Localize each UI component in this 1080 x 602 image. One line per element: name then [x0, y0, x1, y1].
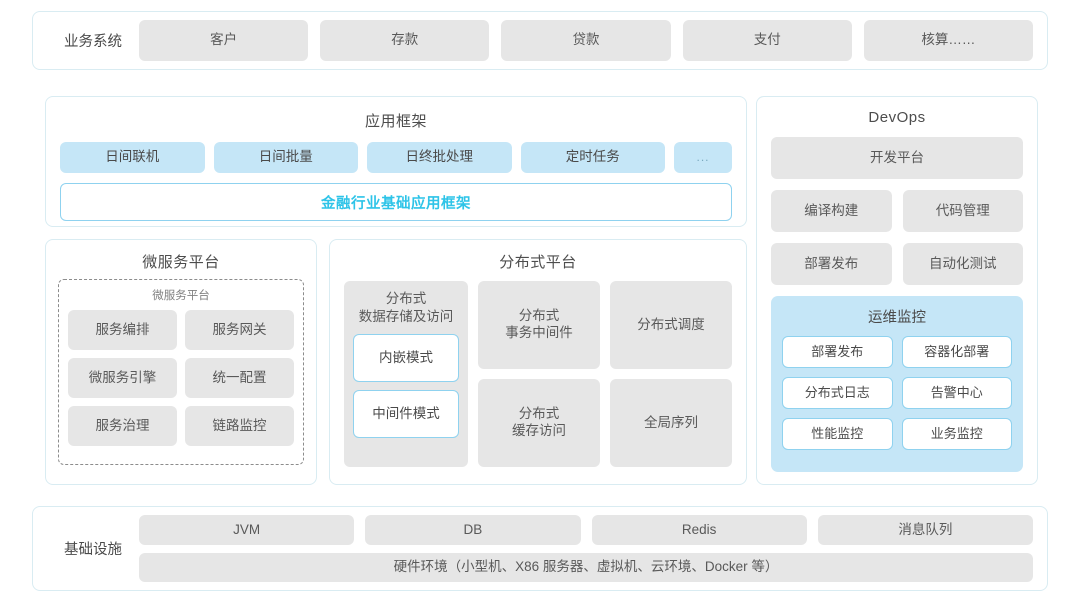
microservice-platform-subtitle: 微服务平台	[152, 290, 210, 302]
application-framework-item[interactable]: 日间批量	[213, 142, 358, 173]
distributed-platform-panel: 分布式平台 分布式 数据存储及访问 内嵌模式 中间件模式 分布式 事务中间件 分…	[329, 239, 747, 485]
business-systems-chip-row: 客户 存款 贷款 支付 核算……	[139, 20, 1034, 61]
application-framework-title: 应用框架	[364, 113, 427, 130]
infrastructure-chip-row: JVM DB Redis 消息队列	[139, 515, 1033, 545]
hardware-environment-bar[interactable]: 硬件环境（小型机、X86 服务器、虚拟机、云环境、Docker 等）	[139, 553, 1033, 582]
devops-dev-platform[interactable]: 开发平台	[771, 137, 1023, 179]
infrastructure-label: 基础设施	[64, 542, 122, 558]
microservice-platform-item[interactable]: 微服务引擎	[68, 358, 177, 398]
devops-item[interactable]: 部署发布	[771, 243, 892, 285]
microservice-platform-item[interactable]: 链路监控	[185, 406, 294, 446]
storage-mode-embedded[interactable]: 内嵌模式	[353, 334, 459, 383]
distributed-platform-body: 分布式 数据存储及访问 内嵌模式 中间件模式 分布式 事务中间件 分布式调度 分…	[344, 281, 732, 467]
microservice-platform-dashed-group: 微服务平台 服务编排 服务网关 微服务引擎 统一配置 服务治理 链路监控	[58, 279, 304, 465]
devops-grid: 编译构建 代码管理 部署发布 自动化测试	[771, 190, 1023, 285]
distributed-platform-item[interactable]: 分布式 缓存访问	[478, 379, 600, 467]
devops-item[interactable]: 代码管理	[902, 190, 1023, 232]
ops-monitoring-group: 运维监控 部署发布 容器化部署 分布式日志 告警中心 性能监控 业务监控	[771, 296, 1023, 472]
financial-base-framework-banner: 金融行业基础应用框架	[60, 183, 732, 221]
storage-mode-middleware[interactable]: 中间件模式	[353, 390, 459, 439]
infrastructure-item[interactable]: Redis	[591, 515, 807, 545]
application-framework-item[interactable]: 日终批处理	[367, 142, 512, 173]
ops-monitoring-item[interactable]: 业务监控	[901, 418, 1012, 450]
distributed-data-storage-group[interactable]: 分布式 数据存储及访问 内嵌模式 中间件模式	[344, 281, 468, 467]
infrastructure-item[interactable]: 消息队列	[817, 515, 1033, 545]
distributed-platform-item[interactable]: 分布式 事务中间件	[478, 281, 600, 369]
devops-item[interactable]: 自动化测试	[902, 243, 1023, 285]
business-system-item[interactable]: 贷款	[501, 20, 671, 61]
ops-monitoring-item[interactable]: 部署发布	[782, 336, 893, 368]
infrastructure-item[interactable]: JVM	[139, 515, 355, 545]
business-system-item[interactable]: 存款	[320, 20, 490, 61]
application-framework-more-item[interactable]: ...	[674, 142, 732, 173]
microservice-platform-item[interactable]: 服务编排	[68, 310, 177, 350]
microservice-platform-panel: 微服务平台 微服务平台 服务编排 服务网关 微服务引擎 统一配置 服务治理 链路…	[45, 239, 317, 485]
microservice-platform-grid: 服务编排 服务网关 微服务引擎 统一配置 服务治理 链路监控	[68, 310, 294, 446]
infrastructure-content: JVM DB Redis 消息队列 硬件环境（小型机、X86 服务器、虚拟机、云…	[139, 515, 1033, 582]
distributed-platform-title: 分布式平台	[499, 254, 577, 271]
microservice-platform-item[interactable]: 统一配置	[185, 358, 294, 398]
devops-item[interactable]: 编译构建	[771, 190, 892, 232]
business-systems-panel: 业务系统 客户 存款 贷款 支付 核算……	[32, 11, 1048, 70]
infrastructure-item[interactable]: DB	[365, 515, 581, 545]
distributed-platform-grid: 分布式 事务中间件 分布式调度 分布式 缓存访问 全局序列	[478, 281, 732, 467]
ops-monitoring-item[interactable]: 容器化部署	[901, 336, 1012, 368]
microservice-platform-item[interactable]: 服务网关	[185, 310, 294, 350]
distributed-data-storage-title: 分布式 数据存储及访问	[358, 291, 454, 324]
ops-monitoring-item[interactable]: 分布式日志	[782, 377, 893, 409]
application-framework-chip-row: 日间联机 日间批量 日终批处理 定时任务 ...	[60, 142, 732, 173]
ops-monitoring-item[interactable]: 性能监控	[782, 418, 893, 450]
application-framework-item[interactable]: 定时任务	[520, 142, 665, 173]
devops-title: DevOps	[868, 109, 926, 126]
business-systems-label: 业务系统	[64, 34, 122, 50]
ops-monitoring-grid: 部署发布 容器化部署 分布式日志 告警中心 性能监控 业务监控	[782, 336, 1012, 450]
business-system-item[interactable]: 客户	[139, 20, 309, 61]
microservice-platform-item[interactable]: 服务治理	[68, 406, 177, 446]
devops-panel: DevOps 开发平台 编译构建 代码管理 部署发布 自动化测试 运维监控 部署…	[756, 96, 1038, 485]
distributed-platform-item[interactable]: 分布式调度	[610, 281, 732, 369]
infrastructure-panel: 基础设施 JVM DB Redis 消息队列 硬件环境（小型机、X86 服务器、…	[32, 506, 1048, 591]
distributed-platform-item[interactable]: 全局序列	[610, 379, 732, 467]
business-system-item[interactable]: 支付	[682, 20, 852, 61]
application-framework-item[interactable]: 日间联机	[60, 142, 205, 173]
ops-monitoring-title: 运维监控	[868, 310, 926, 326]
business-system-item[interactable]: 核算……	[863, 20, 1034, 61]
application-framework-panel: 应用框架 日间联机 日间批量 日终批处理 定时任务 ... 金融行业基础应用框架	[45, 96, 747, 227]
ops-monitoring-item[interactable]: 告警中心	[901, 377, 1012, 409]
microservice-platform-title: 微服务平台	[142, 254, 220, 271]
